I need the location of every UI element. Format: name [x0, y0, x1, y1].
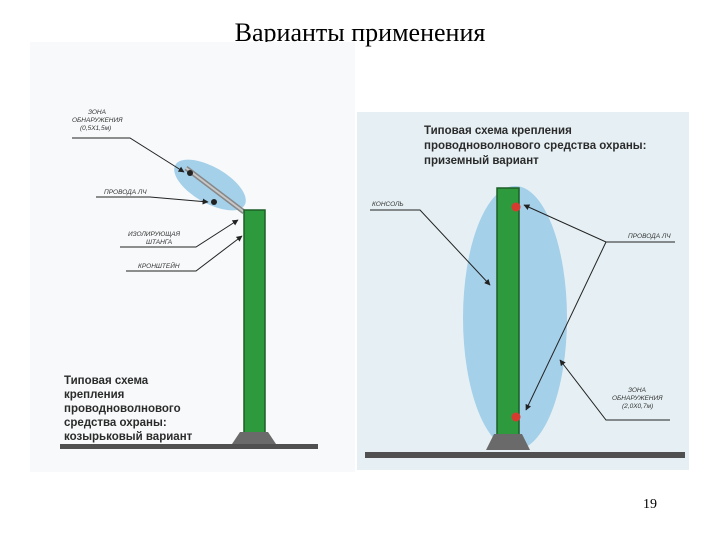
left-wires-label: ПРОВОДА ЛЧ	[104, 189, 147, 196]
left-zone-label-3: (0,5Х1,5м)	[80, 125, 111, 132]
left-zone-leader	[72, 137, 185, 173]
left-caption-line-1: Типовая схема	[64, 375, 149, 387]
right-zone-leader	[559, 359, 670, 421]
left-rod-leader	[120, 219, 239, 248]
right-console-leader	[370, 209, 491, 286]
left-caption-line-4: средства охраны:	[64, 417, 167, 429]
right-post	[496, 187, 520, 439]
left-zone-label-2: ОБНАРУЖЕНИЯ	[72, 117, 123, 124]
left-diagram: ЗОНА ОБНАРУЖЕНИЯ (0,5Х1,5м) ПРОВОДА ЛЧ И…	[30, 42, 355, 472]
right-caption-line-1: Типовая схема крепления	[424, 125, 572, 137]
right-post-base	[486, 434, 530, 450]
left-caption-line-3: проводноволнового	[64, 403, 181, 415]
right-diagram: Типовая схема крепления проводноволновог…	[357, 112, 689, 470]
left-panel-bg	[30, 42, 355, 472]
left-post	[243, 209, 266, 441]
right-zone-label-2: ОБНАРУЖЕНИЯ	[612, 395, 663, 402]
left-wire-point-1	[187, 170, 193, 176]
right-wires-label: ПРОВОДА ЛЧ	[628, 233, 671, 240]
left-zone-label-1: ЗОНА	[88, 109, 106, 116]
left-wires-leader	[96, 196, 209, 205]
right-caption-line-3: приземный вариант	[424, 155, 539, 167]
right-wire-point-top	[511, 202, 521, 212]
right-zone-label-3: (2,0Х0,7м)	[622, 403, 653, 410]
right-wire-point-bottom	[511, 412, 521, 422]
right-console-label: КОНСОЛЬ	[372, 201, 404, 208]
right-wires-leader-bottom	[525, 241, 607, 411]
left-caption-line-5: козырьковый вариант	[64, 431, 193, 443]
right-ground	[365, 452, 685, 458]
page-number: 19	[643, 497, 657, 512]
right-zone-label-1: ЗОНА	[628, 387, 646, 394]
left-bracket-label: КРОНШТЕЙН	[138, 261, 180, 270]
left-ground	[60, 444, 318, 449]
left-caption-line-2: крепления	[64, 389, 124, 401]
left-post-base	[232, 432, 276, 444]
right-caption-line-2: проводноволнового средства охраны:	[424, 140, 646, 152]
left-rod-label-1: ИЗОЛИРУЮЩАЯ	[128, 231, 181, 238]
left-wire-point-2	[211, 199, 217, 205]
left-bracket-leader	[126, 235, 243, 272]
left-rod-label-2: ШТАНГА	[146, 239, 172, 246]
